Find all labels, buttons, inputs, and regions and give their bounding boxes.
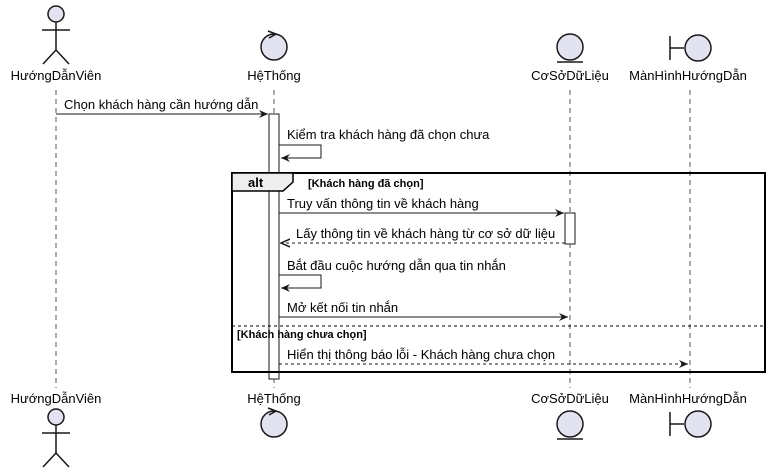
boundary-icon <box>669 410 712 438</box>
message-label: Mở kết nối tin nhắn <box>287 300 398 315</box>
activation-db <box>564 212 576 245</box>
alt-guard-else: [Khách hàng chưa chọn] <box>237 329 367 341</box>
actor-icon <box>42 408 70 468</box>
participant-name-guide-bottom: HướngDẫnViên <box>11 391 102 406</box>
participant-name-screen-top: MànHìnhHướngDẫn <box>629 68 747 83</box>
message-label: Lấy thông tin về khách hàng từ cơ sở dữ … <box>296 226 555 241</box>
boundary-icon <box>669 34 712 62</box>
message-label: Chọn khách hàng cần hướng dẫn <box>64 97 258 112</box>
self-message-arrow <box>279 274 322 292</box>
message-label: Hiển thị thông báo lỗi - Khách hàng chưa… <box>287 347 555 362</box>
control-icon <box>260 30 288 61</box>
entity-icon <box>556 33 584 63</box>
participant-name-db-top: CơSởDữLiệu <box>531 68 609 83</box>
alt-keyword: alt <box>248 175 264 190</box>
message-label: Kiểm tra khách hàng đã chọn chưa <box>287 127 490 142</box>
message-label: Truy vấn thông tin về khách hàng <box>287 196 479 211</box>
alt-fragment: alt [Khách hàng đã chọn] [Khách hàng chư… <box>231 172 766 373</box>
self-message-arrow <box>279 144 322 162</box>
actor-icon <box>42 5 70 65</box>
alt-guard-main: [Khách hàng đã chọn] <box>308 178 424 190</box>
entity-icon <box>556 410 584 440</box>
participant-name-system-top: HệThống <box>247 68 300 83</box>
participant-name-guide-top: HướngDẫnViên <box>11 68 102 83</box>
control-icon <box>260 407 288 438</box>
activation-system <box>268 113 280 380</box>
participant-name-db-bottom: CơSởDữLiệu <box>531 391 609 406</box>
message-label: Bắt đầu cuộc hướng dẫn qua tin nhắn <box>287 258 506 273</box>
participant-name-screen-bottom: MànHìnhHướngDẫn <box>629 391 747 406</box>
participant-name-system-bottom: HệThống <box>247 391 300 406</box>
